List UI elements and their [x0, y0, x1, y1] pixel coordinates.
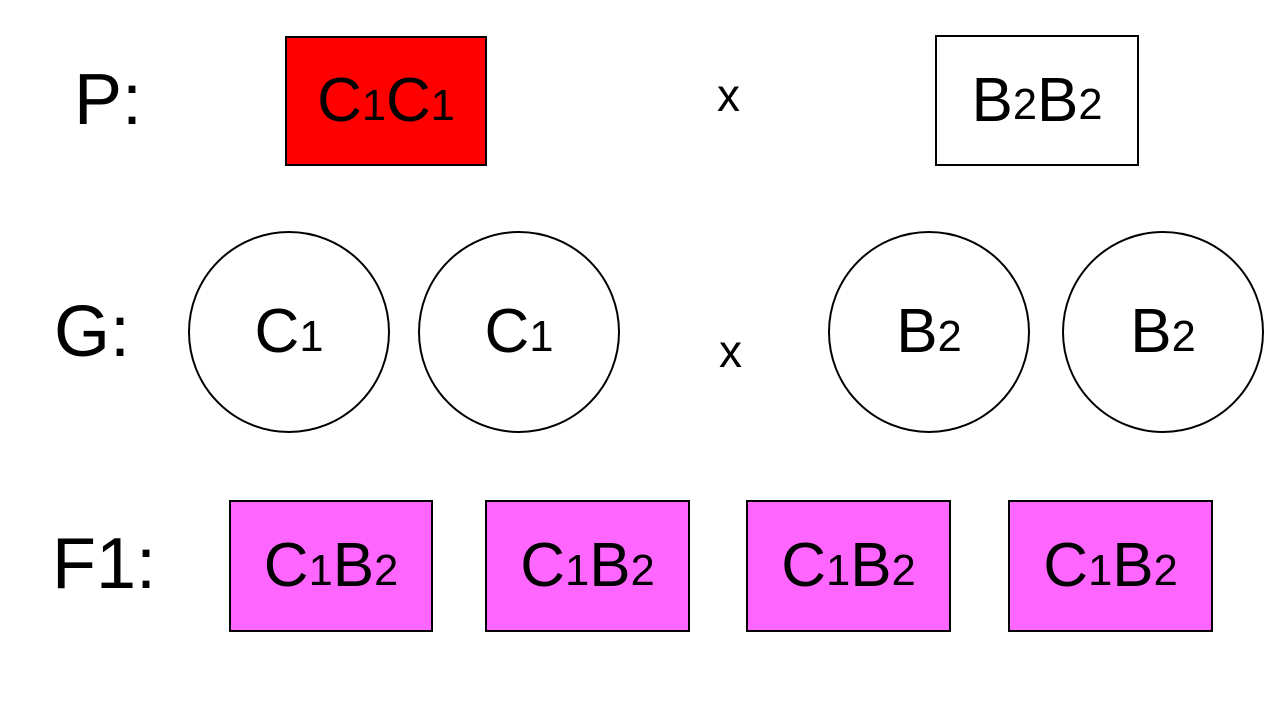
- allele-subscript: 2: [1171, 312, 1196, 361]
- allele-base: C: [484, 297, 530, 366]
- allele-subscript: 1: [361, 81, 386, 130]
- allele-base: C: [254, 297, 300, 366]
- allele-base: B: [589, 531, 631, 600]
- allele-base: B: [1037, 65, 1079, 135]
- allele-base: B: [850, 531, 892, 600]
- allele-subscript: 1: [299, 312, 324, 361]
- allele-subscript: 1: [565, 546, 590, 595]
- allele-base: C: [386, 66, 431, 135]
- allele-base: B: [332, 531, 375, 600]
- row-label-f1: F1:: [52, 524, 157, 604]
- allele-subscript: 2: [937, 312, 962, 361]
- allele-subscript: 1: [430, 81, 455, 130]
- allele-base: C: [1043, 531, 1089, 600]
- allele-base: C: [317, 66, 362, 135]
- allele-subscript: 1: [826, 546, 851, 595]
- cross-symbol-g: x: [719, 325, 742, 377]
- row-label-g: G:: [54, 292, 131, 372]
- allele-subscript: 2: [630, 546, 655, 595]
- allele-subscript: 1: [308, 546, 333, 595]
- allele-subscript: 2: [891, 546, 916, 595]
- allele-base: B: [1130, 297, 1172, 366]
- allele-base: C: [781, 531, 827, 600]
- allele-base: B: [1112, 531, 1154, 600]
- allele-subscript: 2: [1078, 81, 1103, 129]
- allele-base: B: [971, 65, 1013, 135]
- row-label-p: P:: [74, 60, 143, 140]
- cross-symbol-p: x: [717, 69, 740, 121]
- allele-subscript: 2: [374, 546, 399, 595]
- allele-subscript: 1: [1088, 546, 1113, 595]
- allele-base: C: [520, 531, 566, 600]
- allele-subscript: 2: [1153, 546, 1178, 595]
- allele-base: B: [896, 297, 938, 366]
- allele-base: C: [263, 531, 309, 600]
- allele-subscript: 2: [1012, 81, 1037, 129]
- allele-subscript: 1: [529, 312, 554, 361]
